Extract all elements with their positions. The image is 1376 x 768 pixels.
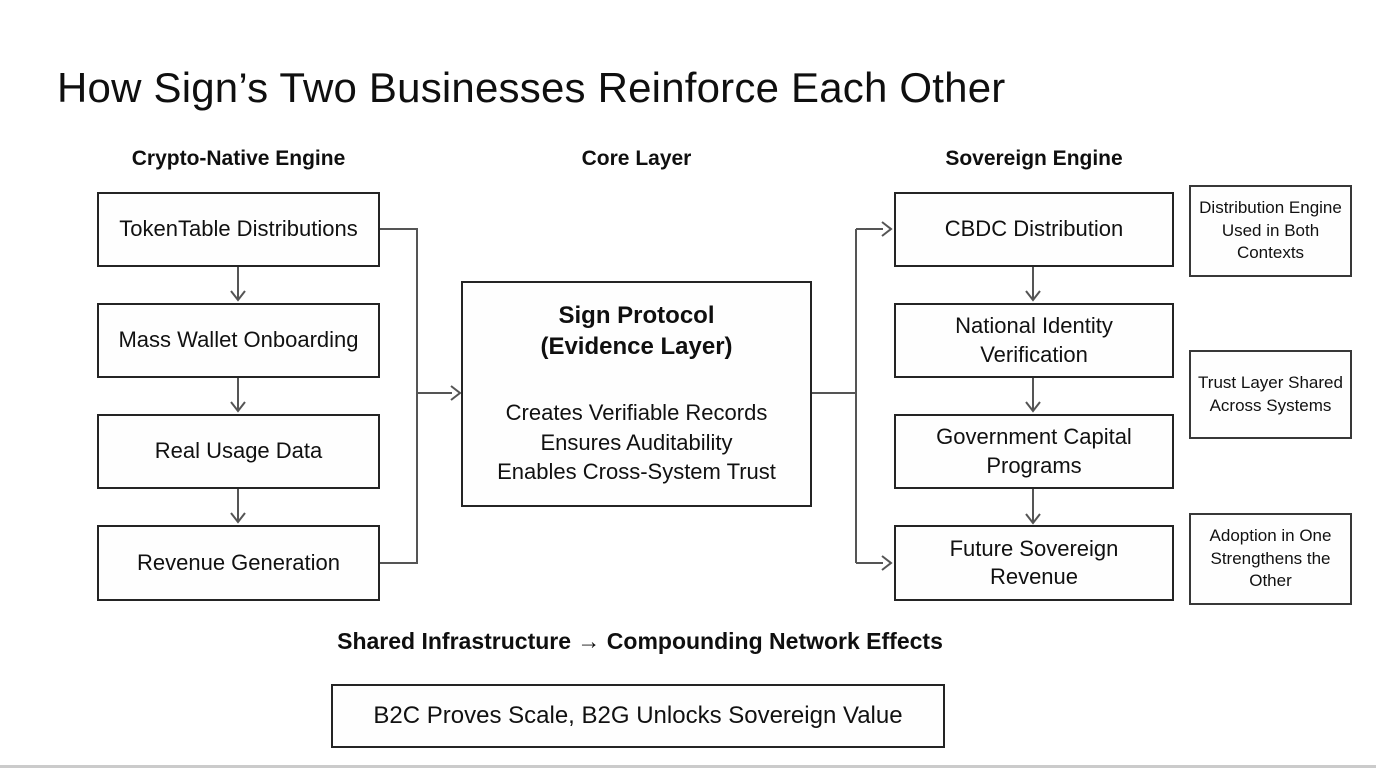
arrow-left-1-2 xyxy=(230,267,246,302)
column-header-sovereign: Sovereign Engine xyxy=(945,147,1123,170)
node-cbdc-distribution: CBDC Distribution xyxy=(894,192,1174,267)
arrow-right-3-4 xyxy=(1025,489,1041,525)
connector-left-bracket-to-core xyxy=(380,228,462,564)
annotation-trust-layer: Trust Layer Shared Across Systems xyxy=(1189,350,1352,439)
bottom-edge-strip xyxy=(0,765,1376,768)
node-revenue-generation: Revenue Generation xyxy=(97,525,380,601)
node-real-usage-data: Real Usage Data xyxy=(97,414,380,489)
core-box-body: Creates Verifiable Records Ensures Audit… xyxy=(497,399,776,485)
tagline-shared-infrastructure: Shared Infrastructure → Compounding Netw… xyxy=(337,628,943,654)
banner-b2c-b2g: B2C Proves Scale, B2G Unlocks Sovereign … xyxy=(331,684,945,748)
page-title: How Sign’s Two Businesses Reinforce Each… xyxy=(57,64,1006,111)
core-box-title: Sign Protocol (Evidence Layer) xyxy=(540,302,733,361)
arrow-right-1-2 xyxy=(1025,267,1041,302)
node-sign-protocol: Sign Protocol (Evidence Layer) Creates V… xyxy=(461,281,812,507)
node-government-capital-programs: Government Capital Programs xyxy=(894,414,1174,489)
arrow-left-3-4 xyxy=(230,489,246,524)
annotation-distribution-engine: Distribution Engine Used in Both Context… xyxy=(1189,185,1352,277)
node-national-identity-verification: National Identity Verification xyxy=(894,303,1174,378)
annotation-adoption: Adoption in One Strengthens the Other xyxy=(1189,513,1352,605)
node-tokentable-distributions: TokenTable Distributions xyxy=(97,192,380,267)
node-future-sovereign-revenue: Future Sovereign Revenue xyxy=(894,525,1174,601)
arrow-left-2-3 xyxy=(230,378,246,413)
arrow-right-2-3 xyxy=(1025,378,1041,413)
column-header-crypto-native: Crypto-Native Engine xyxy=(131,147,346,170)
connector-core-to-right-split xyxy=(812,221,893,571)
column-header-core-layer: Core Layer xyxy=(581,147,692,170)
node-mass-wallet-onboarding: Mass Wallet Onboarding xyxy=(97,303,380,378)
